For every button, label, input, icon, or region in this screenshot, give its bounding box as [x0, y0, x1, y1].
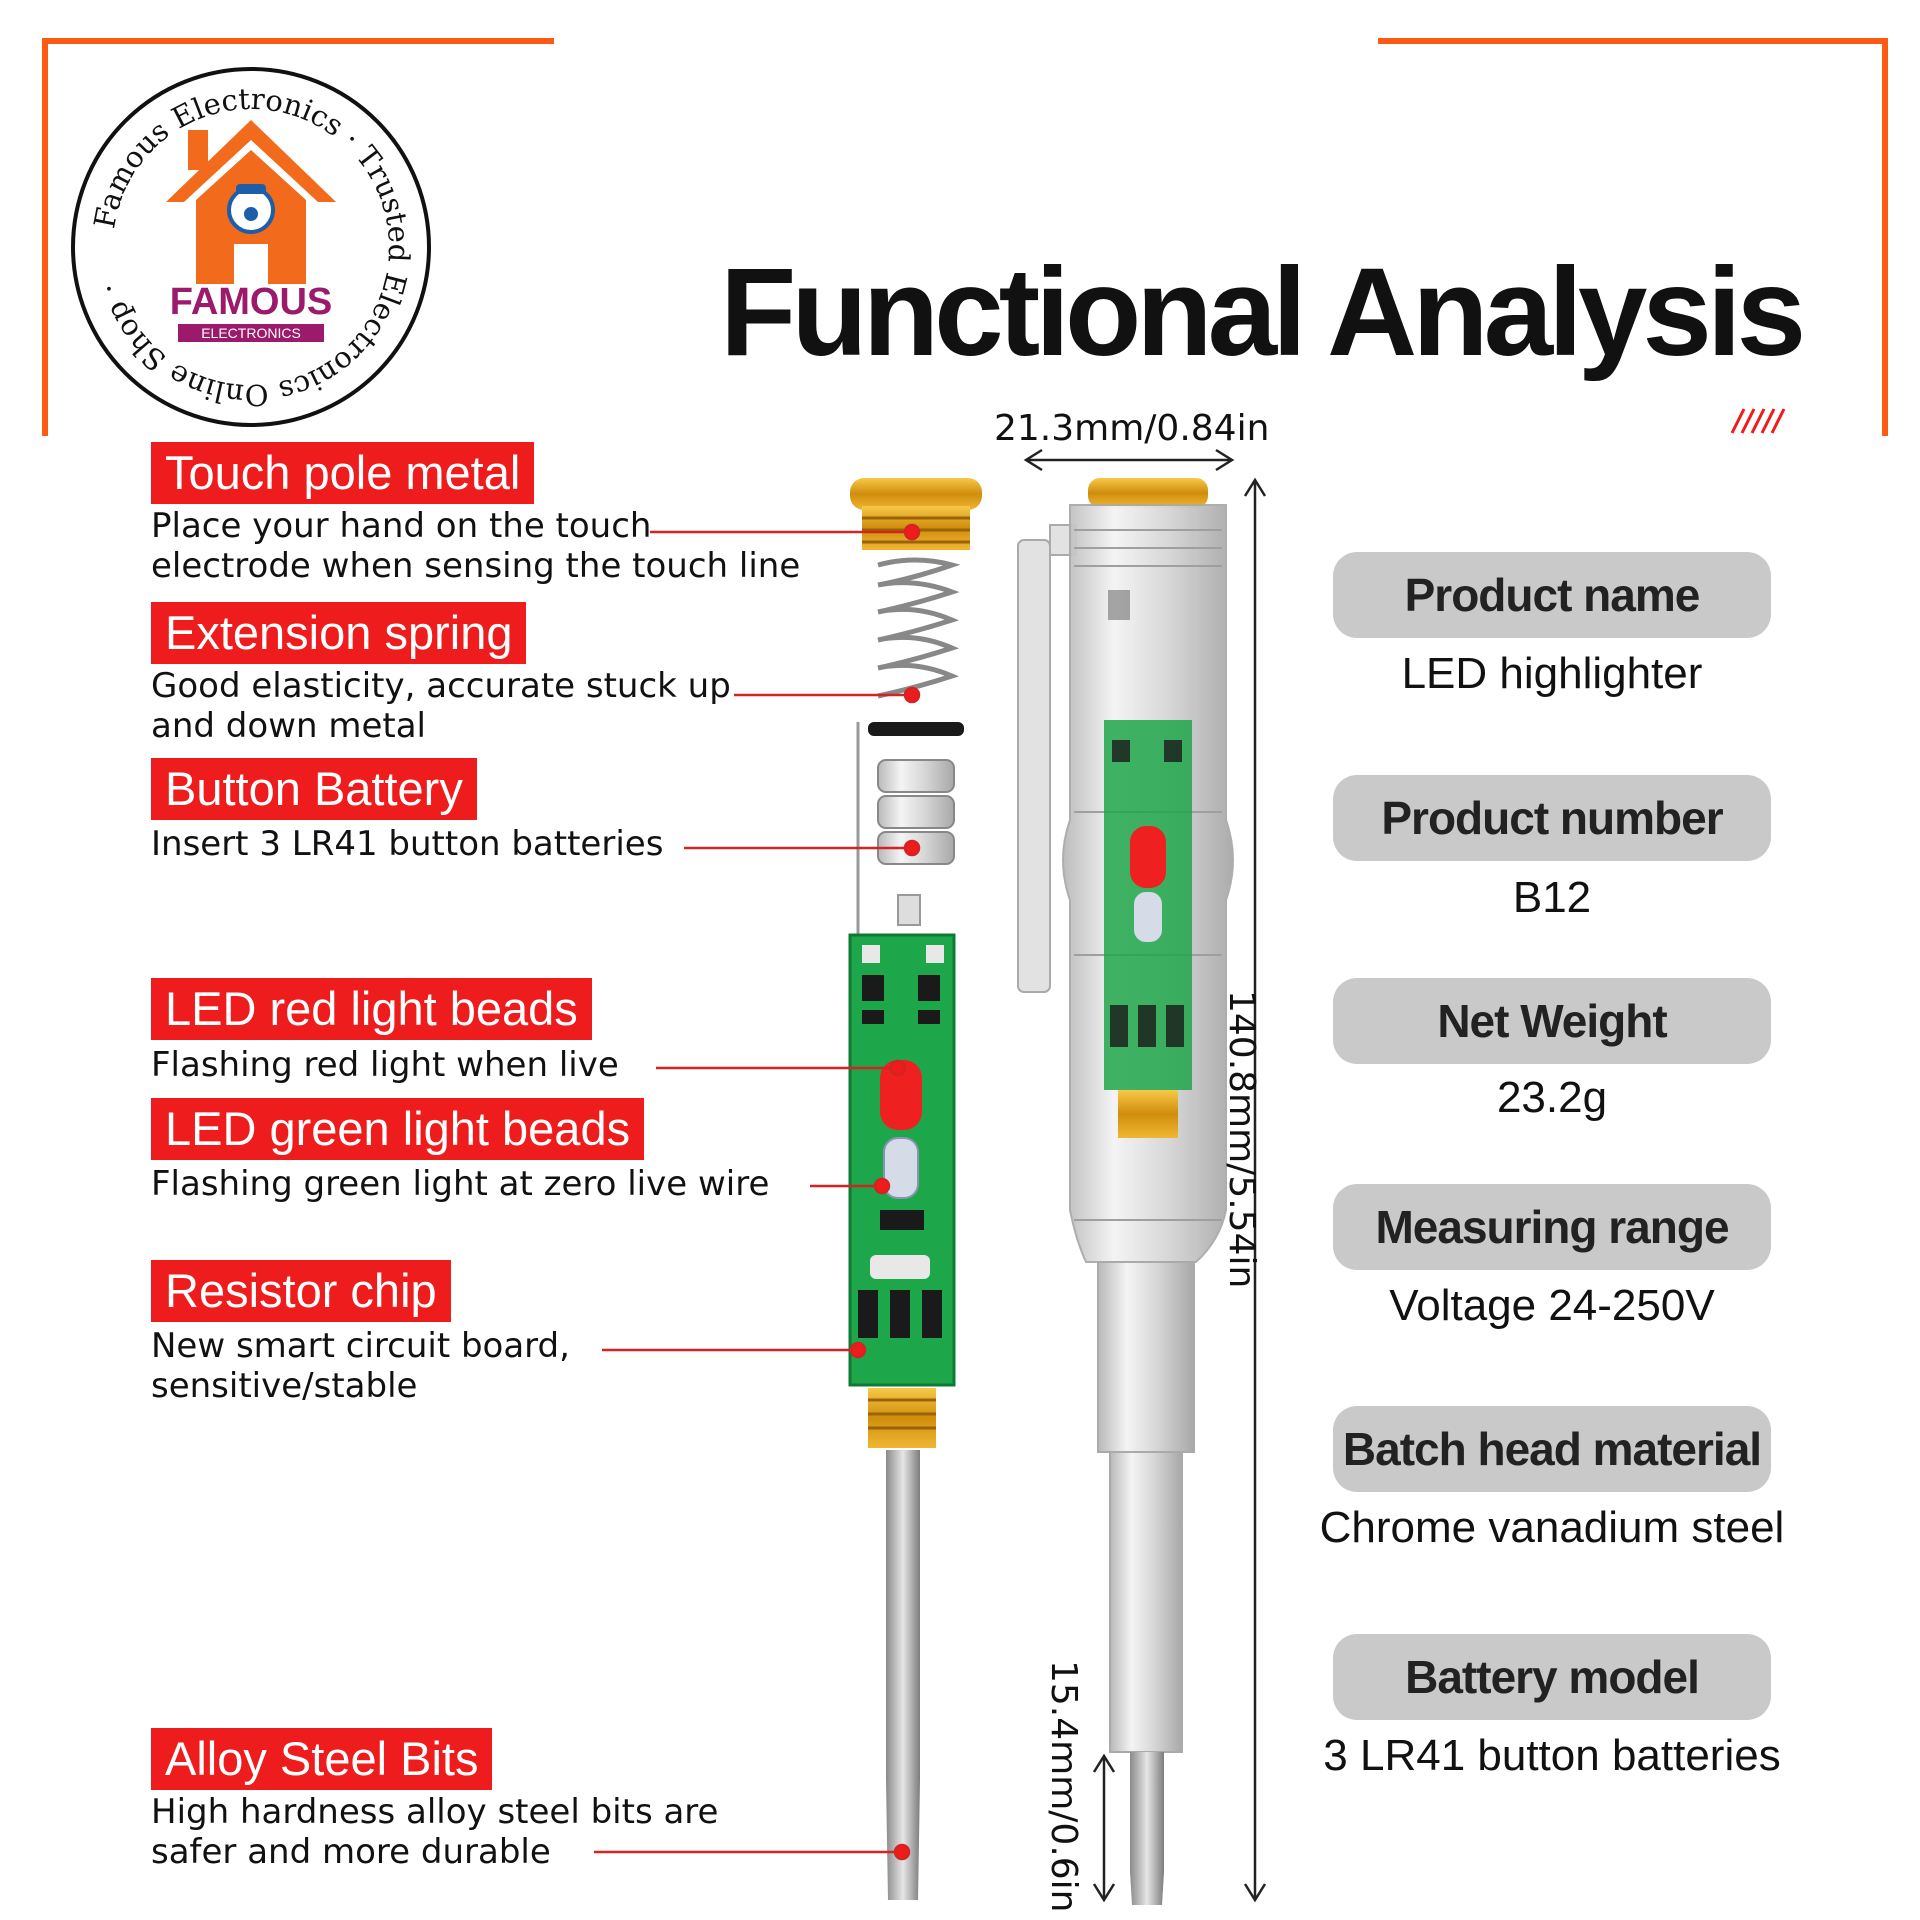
logo-brand: FAMOUS [170, 281, 333, 323]
dimension-length: 140.8mm/5.54in [1221, 990, 1262, 1289]
spec-value-measuring-range: Voltage 24-250V [1389, 1281, 1715, 1330]
spec-value-battery-model: 3 LR41 button batteries [1323, 1731, 1781, 1780]
spec-value-product-number: B12 [1512, 873, 1592, 922]
touch-pole-cap [850, 478, 982, 550]
feature-desc-line: Good elasticity, accurate stuck up [151, 666, 731, 706]
feature-title-spring: Extension spring [151, 602, 527, 664]
frame-left [42, 38, 48, 436]
feature-title-battery: Button Battery [151, 758, 477, 820]
feature-desc-line: electrode when sensing the touch line [151, 546, 801, 586]
feature-desc-steel-bits: High hardness alloy steel bits are safer… [151, 1792, 718, 1872]
spec-label-product-name: Product name [1333, 552, 1771, 638]
feature-desc-line: Flashing green light at zero live wire [151, 1164, 770, 1204]
feature-desc-resistor: New smart circuit board, sensitive/stabl… [151, 1326, 570, 1406]
feature-title-touch-pole: Touch pole metal [151, 442, 535, 504]
feature-desc-line: and down metal [151, 706, 426, 746]
feature-title-resistor: Resistor chip [151, 1260, 451, 1322]
green-led [883, 1137, 919, 1199]
alloy-steel-bit [886, 1450, 920, 1780]
frame-top-left [42, 38, 554, 44]
feature-desc-line: Flashing red light when live [151, 1045, 619, 1085]
assembled-pen [1017, 478, 1234, 1905]
decorative-slashes [1730, 408, 1786, 434]
dimension-tip: 15.4mm/0.6in [1043, 1660, 1084, 1913]
feature-desc-line: Insert 3 LR41 button batteries [151, 824, 664, 864]
spec-label-batch-head: Batch head material [1333, 1406, 1771, 1492]
pocket-clip [1017, 539, 1051, 993]
dimension-width: 21.3mm/0.84in [994, 408, 1270, 449]
battery-spacer [868, 722, 964, 736]
feature-title-green-led: LED green light beads [151, 1098, 645, 1160]
feature-desc-line: sensitive/stable [151, 1366, 418, 1406]
feature-title-steel-bits: Alloy Steel Bits [151, 1728, 493, 1790]
feature-desc-touch-pole: Place your hand on the touch electrode w… [151, 506, 800, 586]
spec-value-product-name: LED highlighter [1401, 649, 1703, 698]
feature-desc-line: Place your hand on the touch [151, 506, 652, 546]
feature-desc-green-led: Flashing green light at zero live wire [151, 1164, 769, 1204]
circuit-board [848, 933, 956, 1387]
extension-spring [877, 557, 961, 699]
feature-desc-red-led: Flashing red light when live [151, 1045, 619, 1085]
frame-top-right [1378, 38, 1888, 44]
red-led [880, 1060, 922, 1130]
spec-label-product-number: Product number [1333, 775, 1771, 861]
feature-desc-line: High hardness alloy steel bits are [151, 1792, 719, 1832]
spec-value-batch-head: Chrome vanadium steel [1319, 1503, 1785, 1552]
feature-desc-line: New smart circuit board, [151, 1326, 570, 1366]
spec-label-net-weight: Net Weight [1333, 978, 1771, 1064]
logo-sub-brand: ELECTRONICS [201, 325, 301, 341]
spec-value-net-weight: 23.2g [1496, 1073, 1608, 1122]
famous-electronics-logo: Famous Electronics · Trusted Electronics… [71, 67, 431, 427]
feature-desc-spring: Good elasticity, accurate stuck up and d… [151, 666, 731, 746]
feature-desc-battery: Insert 3 LR41 button batteries [151, 824, 663, 864]
spec-label-battery-model: Battery model [1333, 1634, 1771, 1720]
page-title: Functional Analysis [720, 243, 1806, 382]
feature-title-red-led: LED red light beads [151, 978, 592, 1040]
feature-desc-line: safer and more durable [151, 1832, 551, 1872]
house-icon [166, 120, 336, 284]
frame-right [1882, 38, 1888, 436]
spec-label-measuring-range: Measuring range [1333, 1184, 1771, 1270]
